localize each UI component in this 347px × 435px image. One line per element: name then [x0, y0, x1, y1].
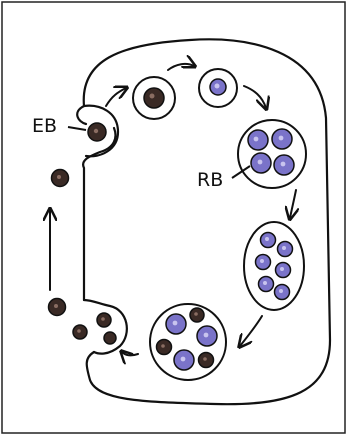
- arrow-eb-to-rb: [168, 64, 194, 70]
- eb-cell: [104, 332, 116, 344]
- arrow-entry-to-inclusion: [106, 88, 126, 106]
- released-ebs-in-bulge: [73, 313, 116, 344]
- extracellular-ebs: [49, 170, 69, 316]
- inclusion-1-eb: [144, 88, 164, 108]
- arrow-to-conversion: [240, 316, 262, 346]
- arrow-rb-to-multiplication: [244, 86, 266, 108]
- eb-label-leader: [68, 127, 86, 130]
- inclusion-4-rbs: [256, 233, 293, 300]
- inclusion-3-rbs: [248, 129, 294, 175]
- eb-dot: [150, 94, 155, 99]
- arrow-to-release: [122, 352, 138, 355]
- eb-dot: [94, 129, 98, 133]
- arrow-to-division: [290, 190, 296, 218]
- inclusion-3: [238, 120, 306, 188]
- rb-dot: [215, 84, 220, 89]
- eb-label: EB: [32, 115, 57, 137]
- rb-label: RB: [197, 169, 223, 191]
